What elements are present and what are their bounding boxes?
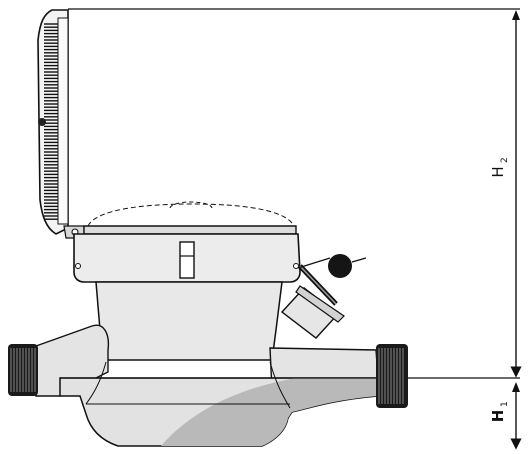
pulse-cable-highlight (299, 265, 337, 305)
register-seal-slot (179, 241, 195, 279)
body-front-rib-right (269, 361, 291, 409)
register-top-ring (83, 225, 297, 235)
h2-subscript: 2 (500, 157, 510, 163)
h2-arrow-top (512, 10, 520, 20)
h2-letter: H (489, 166, 507, 177)
meter-body (35, 281, 379, 447)
h1-letter: H (489, 410, 507, 423)
lid-grip-ribs (44, 23, 58, 220)
pulse-wire-out (351, 257, 367, 263)
closed-lid-dashed-outline (87, 203, 295, 227)
h2-label: H 2 (489, 157, 510, 177)
upper-body (95, 281, 283, 361)
register-right-screw (293, 263, 299, 269)
lid-inner-plate (57, 17, 69, 225)
closed-lid-dashed-dome (169, 201, 213, 209)
pulse-sensor-ball (328, 254, 352, 278)
pulse-lead (297, 257, 331, 269)
h1-arrow-top (512, 382, 520, 392)
inlet-thread (8, 344, 38, 396)
outlet-thread (376, 344, 408, 408)
valve-stub-cap (295, 285, 345, 323)
register-left-screw (75, 263, 81, 269)
body-front-rib-left (85, 361, 107, 405)
lid-screw (38, 118, 46, 126)
pulse-sensor (297, 254, 367, 306)
lid (37, 9, 85, 239)
h1-subscript: 1 (500, 401, 510, 407)
register-housing (73, 225, 301, 283)
dimension-lines (68, 8, 522, 450)
h1-label: H 1 (489, 401, 510, 422)
valve-stub (280, 285, 345, 339)
